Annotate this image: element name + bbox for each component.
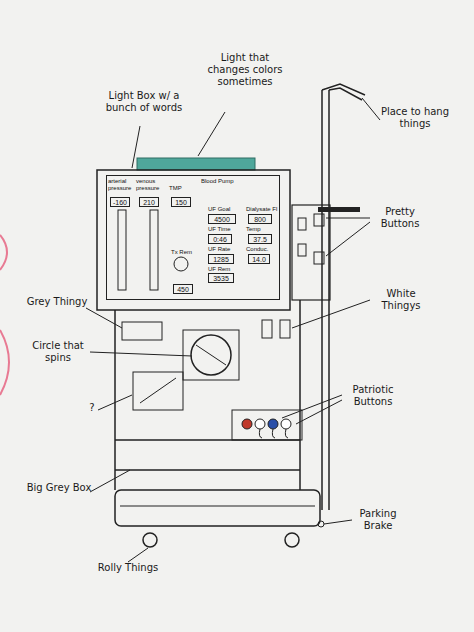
callout-label: ? (86, 402, 98, 414)
callout-label: White Thingys (366, 288, 436, 312)
screen-heading: arterial pressure (108, 178, 136, 191)
wheel (285, 533, 299, 547)
screen-heading: Dialysate Fl (246, 206, 282, 213)
screen-heading: UF Time (208, 226, 242, 233)
leader-line (324, 520, 352, 524)
value-box: 3535 (208, 273, 234, 283)
screen-heading: TMP (169, 185, 189, 192)
pole-hook (322, 84, 365, 100)
screen-value: 3535 (209, 274, 233, 282)
screen-heading: UF Goal (208, 206, 242, 213)
pretty-button (314, 252, 324, 264)
brake-pedal (318, 521, 324, 527)
screen-value: 450 (174, 285, 192, 293)
screen-value: 14.0 (249, 255, 269, 263)
pressure-bar (150, 210, 158, 290)
screen-heading: UF Rem (208, 266, 242, 273)
machine-top (97, 170, 290, 310)
screen-heading: Temp (246, 226, 280, 233)
screen-value: 150 (172, 198, 190, 206)
leader-line (128, 548, 148, 562)
monitor-screen: arterial pressurevenous pressureTMP Blood… (106, 175, 280, 300)
screen-value: 37.5 (249, 235, 271, 243)
side-panel (292, 205, 330, 300)
screen-value: 0:46 (209, 235, 231, 243)
screen-value: 800 (249, 215, 271, 223)
callout-label: Rolly Things (96, 562, 160, 574)
screen-heading: Blood Pump (201, 178, 243, 185)
callout-label: Light Box w/ a bunch of words (98, 90, 190, 114)
callout-label: Grey Thingy (26, 296, 88, 308)
pole-clamp (318, 207, 360, 212)
white-thingy (280, 320, 290, 338)
screen-value: 4500 (209, 215, 235, 223)
white-button (255, 419, 265, 429)
blue-button (268, 419, 278, 429)
unknown-panel (133, 372, 183, 410)
machine-base (115, 490, 320, 526)
leader-line (198, 112, 225, 156)
grey-box-line (115, 440, 300, 470)
leader-line (292, 300, 370, 328)
leader-line (132, 126, 140, 168)
leader-line (282, 395, 342, 424)
red-button (242, 419, 252, 429)
screen-clock (174, 257, 188, 271)
value-box: 150 (171, 197, 191, 207)
screen-heading: UF Rate (208, 246, 242, 253)
value-box: 1285 (208, 254, 234, 264)
callout-label: Circle that spins (24, 340, 92, 364)
white-button (281, 419, 291, 429)
panel-diagonal (140, 378, 176, 403)
rotor-line (196, 345, 226, 365)
pretty-button (298, 244, 306, 256)
callout-label: Pretty Buttons (368, 206, 432, 230)
callout-label: Big Grey Box (26, 482, 92, 494)
pretty-button (298, 218, 306, 230)
value-box: -160 (110, 197, 130, 207)
screen-value: -160 (111, 198, 129, 206)
pressure-bar (118, 210, 126, 290)
pump-housing (183, 330, 239, 380)
value-box: 450 (173, 284, 193, 294)
value-box: 0:46 (208, 234, 232, 244)
callout-label: Patriotic Buttons (336, 384, 410, 408)
button-loop (259, 429, 288, 438)
value-box: 14.0 (248, 254, 270, 264)
screen-value: 1285 (209, 255, 233, 263)
leader-line (86, 308, 122, 328)
callout-label: Place to hang things (378, 106, 452, 130)
callout-label: Parking Brake (350, 508, 406, 532)
value-box: 800 (248, 214, 272, 224)
grey-thingy (122, 322, 162, 340)
pretty-button (314, 214, 324, 226)
value-box: 37.5 (248, 234, 272, 244)
screen-heading: Conduc. (246, 246, 280, 253)
leader-line (90, 352, 192, 356)
value-box: 210 (139, 197, 159, 207)
wheel (143, 533, 157, 547)
pink-arc (0, 330, 9, 395)
pink-arc (0, 235, 7, 270)
screen-heading: venous pressure (136, 178, 164, 191)
base-line (120, 506, 315, 507)
white-thingy (262, 320, 272, 338)
leader-line (362, 98, 380, 120)
machine-body (115, 300, 300, 490)
status-light (137, 158, 255, 170)
callout-label: Light that changes colors sometimes (200, 52, 290, 88)
spinning-circle (191, 335, 231, 375)
leader-line (326, 218, 370, 256)
leader-line (98, 395, 132, 410)
screen-heading: Tx Rem (171, 249, 197, 256)
value-box: 4500 (208, 214, 236, 224)
leader-line (90, 470, 130, 492)
screen-value: 210 (140, 198, 158, 206)
